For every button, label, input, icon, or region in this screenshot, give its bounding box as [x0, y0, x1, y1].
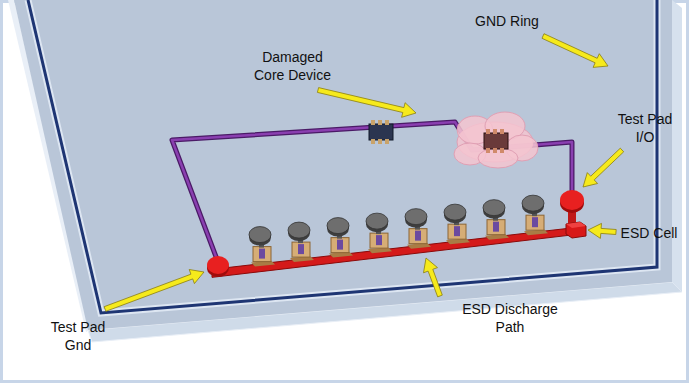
leader-arrow [317, 88, 416, 118]
core-device [371, 139, 375, 144]
esd-clamp [409, 229, 427, 244]
esd-clamp [376, 235, 382, 245]
gnd-ring [28, 0, 657, 313]
damaged-core-device [493, 129, 497, 134]
esd-clamp [405, 209, 431, 249]
esd-cell [566, 222, 586, 228]
esd-clamp [483, 200, 505, 216]
esd-clamp [249, 227, 275, 267]
esd-clamp [483, 200, 509, 240]
esd-clamp [448, 224, 466, 239]
callout-label: Damaged Core Device [250, 48, 335, 84]
esd-clamp [370, 233, 388, 248]
esd-clamp [366, 213, 388, 229]
damaged-core-device [484, 129, 508, 153]
esd-cell [566, 222, 586, 238]
core-device [385, 139, 389, 144]
esd-clamp [253, 247, 271, 262]
esd-clamp [292, 242, 310, 257]
test-pad-io [560, 190, 584, 226]
esd-clamp [493, 222, 499, 232]
damage-cloud [454, 112, 538, 168]
leader-arrow [588, 223, 616, 238]
core-device [385, 120, 389, 125]
esd-row [212, 195, 584, 277]
callout-label: ESD Discharge Path [455, 300, 565, 336]
esd-clamp [454, 226, 460, 236]
damaged-core-device [500, 148, 504, 153]
leader-arrow [424, 258, 443, 297]
leader-arrow [542, 34, 608, 68]
esd-clamp [259, 249, 265, 259]
damaged-core-device [500, 129, 504, 134]
esd-clamp [298, 244, 304, 254]
callout-label: Test Pad I/O [612, 110, 678, 146]
damaged-core-device [484, 133, 508, 149]
esd-clamp [331, 238, 349, 253]
gnd-ring [28, 0, 657, 313]
core-device [369, 120, 393, 144]
esd-clamp [415, 231, 421, 241]
callout-arrows [104, 34, 624, 312]
esd-clamp [327, 218, 349, 234]
test-pad-gnd [207, 256, 229, 274]
gnd-ring [28, 0, 657, 313]
esd-clamp [327, 218, 353, 258]
esd-clamp [249, 227, 271, 243]
leader-arrow [104, 270, 204, 312]
die [8, 0, 682, 342]
leader-arrow [583, 148, 624, 187]
esd-clamp [288, 222, 314, 262]
damaged-core-device [493, 148, 497, 153]
damage-cloud [478, 148, 518, 168]
esd-discharge-path [212, 227, 584, 278]
esd-clamp [444, 204, 466, 220]
core-device [378, 139, 382, 144]
damaged-core-device [486, 129, 490, 134]
core-device [371, 120, 375, 125]
esd-clamp [522, 195, 544, 211]
core-device [369, 124, 393, 140]
esd-clamp [366, 213, 392, 253]
esd-clamp [337, 240, 343, 250]
esd-clamp [405, 209, 427, 225]
die [14, 0, 672, 330]
esd-clamp [532, 217, 538, 227]
callout-label: ESD Cell [614, 224, 684, 242]
test-pad-gnd [207, 256, 229, 277]
esd-clamp [526, 215, 544, 230]
core-device [378, 120, 382, 125]
esd-clamp [444, 204, 470, 244]
esd-cell [566, 222, 586, 238]
callout-label: GND Ring [462, 12, 552, 30]
esd-clamp [487, 220, 505, 235]
esd-clamp [288, 222, 310, 238]
esd-clamp [522, 195, 548, 235]
test-pad-io [560, 190, 584, 210]
callout-label: Test Pad Gnd [45, 318, 111, 354]
damaged-core-device [486, 148, 490, 153]
